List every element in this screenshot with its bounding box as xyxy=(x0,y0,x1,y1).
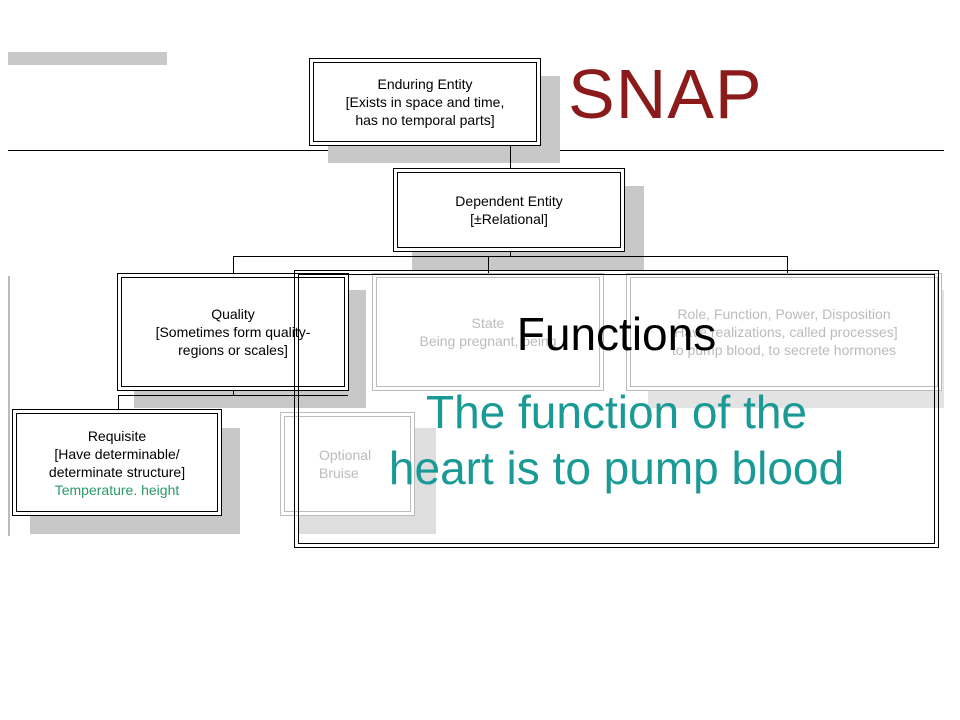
dependent-entity-desc: [±Relational] xyxy=(470,211,548,227)
overlay-body: The function of the heart is to pump blo… xyxy=(294,384,939,496)
requisite-desc-1: [Have determinable/ xyxy=(54,445,180,462)
role-title: Role, Function, Power, Disposition xyxy=(677,306,891,322)
requisite-example: Temperature. height xyxy=(54,481,180,498)
connector-dependent-stem xyxy=(510,252,511,256)
role-example: to pump blood, to secrete hormones xyxy=(671,342,897,358)
quality-title: Quality xyxy=(211,306,255,322)
optional-box: Optional Bruise xyxy=(280,412,415,516)
functions-overlay-frame xyxy=(294,270,939,548)
quality-box: Quality [Sometimes form quality- regions… xyxy=(117,273,349,391)
quality-desc-2: regions or scales] xyxy=(178,342,288,358)
enduring-entity-desc-2: has no temporal parts] xyxy=(355,112,495,128)
connector-quality xyxy=(233,256,234,273)
requisite-title: Requisite xyxy=(87,427,147,444)
enduring-entity-box: Enduring Entity [Exists in space and tim… xyxy=(309,58,541,146)
connector-role xyxy=(787,256,788,273)
state-example: Being pregnant, being xyxy=(419,333,557,349)
role-desc: [Have realizations, called processes] xyxy=(670,324,898,340)
optional-title: Optional xyxy=(319,447,372,463)
connector-state xyxy=(488,256,489,273)
connector-requisite xyxy=(118,395,119,409)
state-box: State Being pregnant, being xyxy=(372,273,604,391)
requisite-desc-2: determinate structure] xyxy=(48,463,186,480)
overlay-body-line-2: heart is to pump blood xyxy=(388,442,845,494)
optional-example: Bruise xyxy=(319,465,359,481)
connector-quality-stem xyxy=(233,391,234,395)
connector-children-bar xyxy=(233,256,788,257)
overlay-body-line-1: The function of the xyxy=(425,386,808,438)
dependent-entity-title: Dependent Entity xyxy=(455,193,563,209)
connector-enduring-dependent xyxy=(510,146,511,168)
dependent-entity-box: Dependent Entity [±Relational] xyxy=(393,168,625,252)
enduring-entity-title: Enduring Entity xyxy=(377,76,473,92)
requisite-box: Requisite [Have determinable/ determinat… xyxy=(12,409,222,516)
connector-quality-bar xyxy=(118,395,348,396)
quality-desc-1: [Sometimes form quality- xyxy=(155,324,311,340)
header-gray-bar xyxy=(8,52,167,65)
snap-title: SNAP xyxy=(568,55,763,133)
left-edge-mark xyxy=(8,276,10,536)
role-box: Role, Function, Power, Disposition [Have… xyxy=(626,273,942,391)
state-title: State xyxy=(471,315,505,331)
enduring-entity-desc-1: [Exists in space and time, xyxy=(345,94,505,110)
overlay-heading: Functions xyxy=(516,308,717,360)
